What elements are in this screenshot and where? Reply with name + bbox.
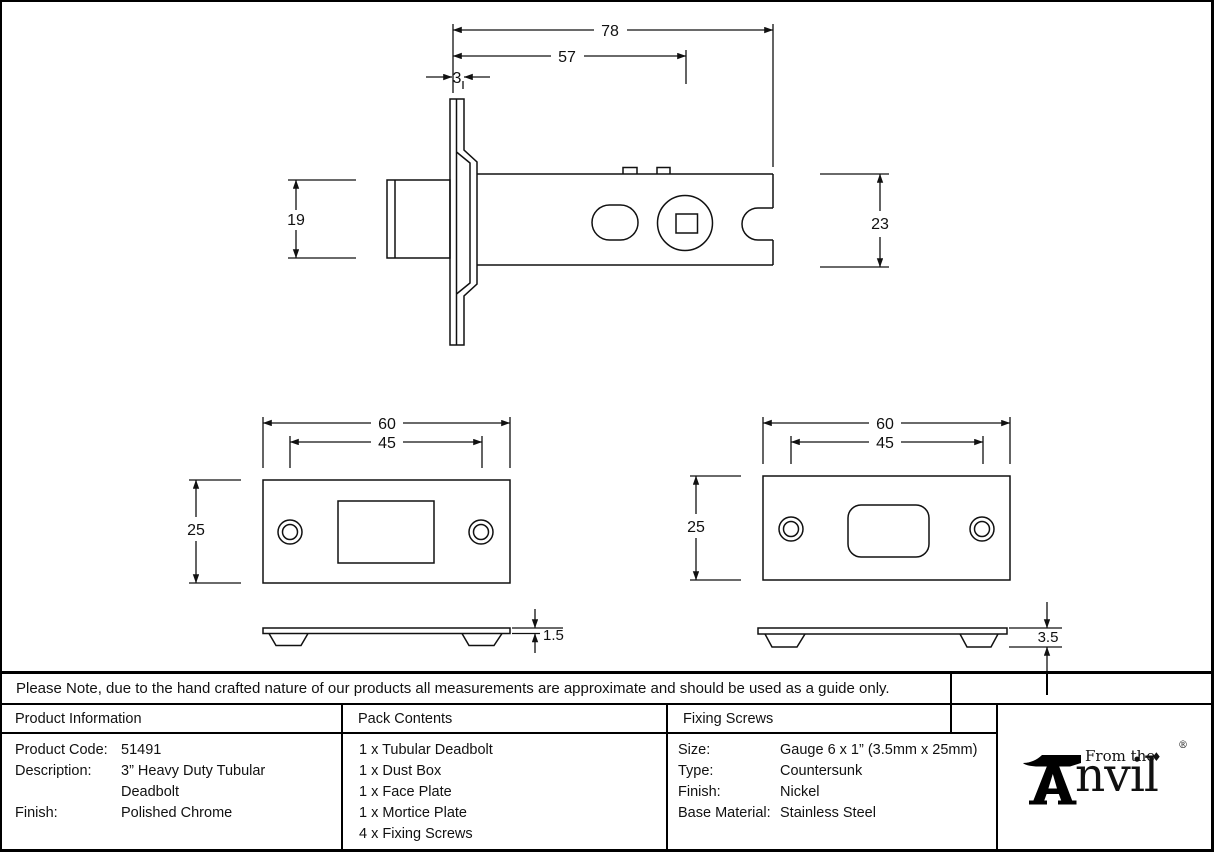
side-view-dimensions: 78 57 3 19 23 — [287, 23, 889, 268]
brand-name: nvil — [1075, 747, 1159, 803]
face-plate-dimensions: 60 45 25 1.5 — [187, 416, 564, 653]
dim-mortice-plate-height: 25 — [687, 519, 705, 536]
dim-face-plate-width: 60 — [378, 416, 396, 433]
row-label: Base Material: — [678, 805, 771, 821]
row-label: Product Code: — [15, 742, 108, 758]
pack-contents-header: Pack Contents — [343, 705, 666, 734]
pack-contents-cell: Pack Contents 1 x Tubular Deadbolt 1 x D… — [343, 705, 668, 852]
dim-mortice-plate-thickness: 3.5 — [1038, 629, 1059, 646]
table-row: Finish: Nickel — [668, 782, 996, 803]
face-plate-front-view — [262, 479, 511, 647]
face-plate-side-view — [262, 627, 511, 635]
table-row: Base Material: Stainless Steel — [668, 803, 996, 824]
plate-dimple — [959, 633, 999, 648]
plate-dimple — [764, 633, 806, 648]
dim-face-plate-screw-spacing: 45 — [378, 435, 396, 452]
table-row: Product Code: 51491 — [0, 740, 341, 761]
screw-hole — [277, 519, 303, 545]
dimension-extension-line — [1046, 671, 1048, 695]
table-row: Deadbolt — [0, 782, 341, 803]
mortice-plate-side-view — [757, 627, 1008, 635]
dim-case-height: 23 — [871, 216, 889, 233]
dim-backset: 57 — [558, 49, 576, 66]
row-label: Finish: — [678, 784, 721, 800]
dim-faceplate-thickness: 3 — [453, 70, 462, 87]
mortice-plate — [762, 475, 1011, 581]
technical-drawing: 78 57 3 19 23 — [187, 23, 1062, 671]
from-the-anvil-logo: nvil From the ♦ ® — [1022, 740, 1190, 812]
screw-hole — [778, 516, 804, 542]
list-item: 1 x Face Plate — [359, 784, 452, 800]
row-value: Deadbolt — [121, 784, 180, 800]
list-item: 1 x Tubular Deadbolt — [359, 742, 493, 758]
face-plate — [262, 479, 511, 584]
fixing-screws-cell: Fixing Screws Size: Gauge 6 x 1” (3.5mm … — [668, 705, 998, 852]
registered-mark: ® — [1178, 739, 1188, 751]
note-text: Please Note, due to the hand crafted nat… — [16, 680, 890, 697]
deadbolt-side-view — [386, 98, 774, 346]
divider-line — [950, 671, 952, 732]
list-item: 4 x Fixing Screws — [359, 826, 473, 842]
table-row: Type: Countersunk — [668, 761, 996, 782]
row-label: Type: — [678, 763, 714, 779]
tube-case — [477, 173, 774, 266]
plate-dimple — [268, 633, 309, 647]
row-label — [15, 782, 121, 803]
bolt — [386, 179, 451, 259]
row-value: 3” Heavy Duty Tubular — [121, 763, 266, 779]
dim-face-plate-height: 25 — [187, 522, 205, 539]
table-row: Description: 3” Heavy Duty Tubular — [0, 761, 341, 782]
row-value: Countersunk — [780, 763, 863, 779]
mortice-plate-front-view — [757, 475, 1011, 648]
info-section: Please Note, due to the hand crafted nat… — [0, 671, 1214, 852]
mortice-plate-dimensions: 60 45 25 3.5 — [687, 416, 1062, 671]
dim-mortice-plate-screw-spacing: 45 — [876, 435, 894, 452]
row-value: Polished Chrome — [121, 805, 233, 821]
plate-dimple — [461, 633, 503, 647]
case-end-notch — [741, 207, 773, 241]
fixing-screws-header: Fixing Screws — [668, 705, 996, 734]
dim-face-plate-thickness: 1.5 — [543, 627, 564, 644]
case-tab — [622, 166, 638, 174]
brand-logo-cell: nvil From the ♦ ® — [998, 705, 1214, 852]
row-value: Gauge 6 x 1” (3.5mm x 25mm) — [780, 742, 978, 758]
oval-hole — [591, 204, 639, 241]
row-value: 51491 — [121, 742, 162, 758]
list-item: 1 x Mortice Plate — [359, 805, 467, 821]
screw-hole — [468, 519, 494, 545]
spindle-square-hole — [675, 213, 699, 234]
dim-mortice-plate-width: 60 — [876, 416, 894, 433]
dim-bolt-height: 19 — [287, 212, 305, 229]
row-value: Nickel — [780, 784, 820, 800]
anvil-icon — [1023, 754, 1081, 804]
product-information-header: Product Information — [0, 705, 341, 734]
case-tab — [656, 166, 671, 174]
spindle-hub — [656, 194, 714, 252]
dim-overall-length: 78 — [601, 23, 619, 40]
mortice-plate-aperture — [847, 504, 930, 558]
faceplate-edge — [449, 98, 478, 346]
row-value: Stainless Steel — [780, 805, 876, 821]
table-row: Finish: Polished Chrome — [0, 803, 341, 824]
row-label: Size: — [678, 742, 711, 758]
measurement-note: Please Note, due to the hand crafted nat… — [0, 671, 1214, 705]
logo-tagline: From the — [1085, 746, 1156, 765]
table-row: Size: Gauge 6 x 1” (3.5mm x 25mm) — [668, 740, 996, 761]
row-label: Finish: — [15, 805, 58, 821]
face-plate-aperture — [337, 500, 435, 564]
product-information-cell: Product Information Product Code: 51491 … — [0, 705, 343, 852]
diamond-icon: ♦ — [1151, 749, 1162, 764]
list-item: 1 x Dust Box — [359, 763, 442, 779]
row-label: Description: — [15, 763, 92, 779]
screw-hole — [969, 516, 995, 542]
